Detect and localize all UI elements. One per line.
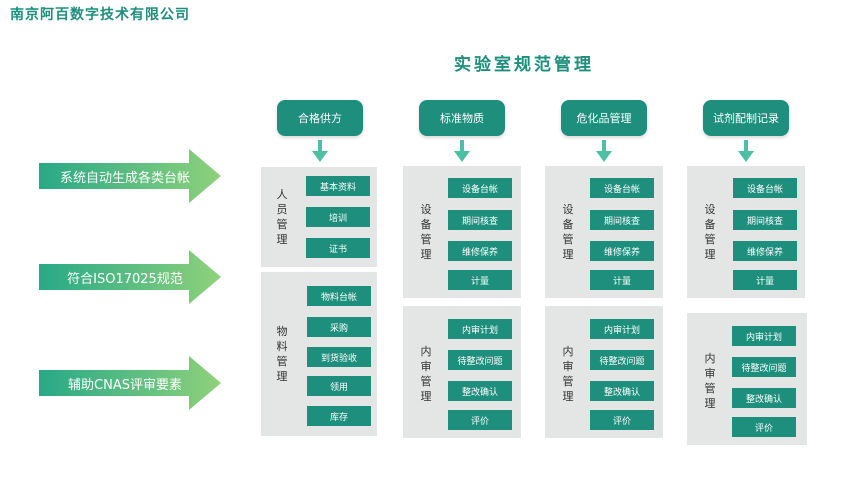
panel-internal-audit: 内审管理 内审计划 待整改问题 整改确认 评价 <box>545 306 663 438</box>
item-rectification-confirm: 整改确认 <box>448 381 512 401</box>
item-maintenance: 维修保养 <box>590 241 654 261</box>
feature-arrow-iso17025: 符合ISO17025规范 <box>39 250 221 304</box>
item-inventory: 库存 <box>307 406 371 426</box>
section-label: 人员管理 <box>276 188 288 246</box>
feature-arrow-cnas: 辅助CNAS评审要素 <box>39 356 221 410</box>
category-qualified-supplier: 合格供方 <box>277 100 363 136</box>
arrow-shape-icon <box>39 250 221 304</box>
section-label: 内审管理 <box>562 345 574 403</box>
item-equipment-ledger: 设备台帐 <box>733 178 797 198</box>
arrow-shape-icon <box>39 149 221 203</box>
category-hazardous-chemicals: 危化品管理 <box>561 100 647 136</box>
feature-label: 符合ISO17025规范 <box>67 271 183 287</box>
arrow-down-icon <box>454 140 470 162</box>
item-audit-plan: 内审计划 <box>590 319 654 339</box>
arrow-down-icon <box>738 140 754 162</box>
panel-equipment-management: 设备管理 设备台帐 期间核查 维修保养 计量 <box>403 166 521 298</box>
company-name: 南京阿百数字技术有限公司 <box>10 7 190 23</box>
category-reference-material: 标准物质 <box>419 100 505 136</box>
category-reagent-preparation: 试剂配制记录 <box>703 100 789 136</box>
item-pending-issues: 待整改问题 <box>448 350 512 370</box>
item-evaluation: 评价 <box>590 410 654 430</box>
section-label: 内审管理 <box>420 345 432 403</box>
panel-internal-audit: 内审管理 内审计划 待整改问题 整改确认 评价 <box>687 313 807 445</box>
section-label: 设备管理 <box>704 203 716 261</box>
section-label: 物料管理 <box>276 325 288 383</box>
item-metrology: 计量 <box>590 270 654 290</box>
item-basic-info: 基本资料 <box>306 176 370 196</box>
item-maintenance: 维修保养 <box>733 241 797 261</box>
feature-label: 系统自动生成各类台帐 <box>59 170 190 186</box>
item-rectification-confirm: 整改确认 <box>732 388 796 408</box>
arrow-down-icon <box>312 140 328 162</box>
item-receiving-inspection: 到货验收 <box>307 347 371 367</box>
panel-equipment-management: 设备管理 设备台帐 期间核查 维修保养 计量 <box>545 166 663 298</box>
item-interim-check: 期间核查 <box>733 210 797 230</box>
section-label: 内审管理 <box>704 352 716 410</box>
item-evaluation: 评价 <box>732 417 796 437</box>
item-audit-plan: 内审计划 <box>732 326 796 346</box>
item-interim-check: 期间核查 <box>448 210 512 230</box>
panel-equipment-management: 设备管理 设备台帐 期间核查 维修保养 计量 <box>687 166 805 298</box>
section-label: 设备管理 <box>562 203 574 261</box>
item-maintenance: 维修保养 <box>448 241 512 261</box>
item-audit-plan: 内审计划 <box>448 319 512 339</box>
page-title: 实验室规范管理 <box>454 55 594 75</box>
item-purchase: 采购 <box>307 317 371 337</box>
item-metrology: 计量 <box>733 270 797 290</box>
item-metrology: 计量 <box>448 270 512 290</box>
item-pending-issues: 待整改问题 <box>732 357 796 377</box>
item-training: 培训 <box>306 207 370 227</box>
item-interim-check: 期间核查 <box>590 210 654 230</box>
item-certificate: 证书 <box>306 238 370 258</box>
item-equipment-ledger: 设备台帐 <box>590 178 654 198</box>
panel-personnel-management: 人员管理 基本资料 培训 证书 <box>261 167 377 267</box>
item-rectification-confirm: 整改确认 <box>590 381 654 401</box>
item-evaluation: 评价 <box>448 410 512 430</box>
feature-label: 辅助CNAS评审要素 <box>68 377 182 393</box>
section-label: 设备管理 <box>420 203 432 261</box>
panel-internal-audit: 内审管理 内审计划 待整改问题 整改确认 评价 <box>403 306 521 438</box>
item-material-ledger: 物料台帐 <box>307 286 371 306</box>
arrow-down-icon <box>596 140 612 162</box>
item-pending-issues: 待整改问题 <box>590 350 654 370</box>
panel-material-management: 物料管理 物料台帐 采购 到货验收 领用 库存 <box>261 272 377 436</box>
item-requisition: 领用 <box>307 376 371 396</box>
feature-arrow-auto-ledger: 系统自动生成各类台帐 <box>39 149 221 203</box>
arrow-shape-icon <box>39 356 221 410</box>
item-equipment-ledger: 设备台帐 <box>448 178 512 198</box>
